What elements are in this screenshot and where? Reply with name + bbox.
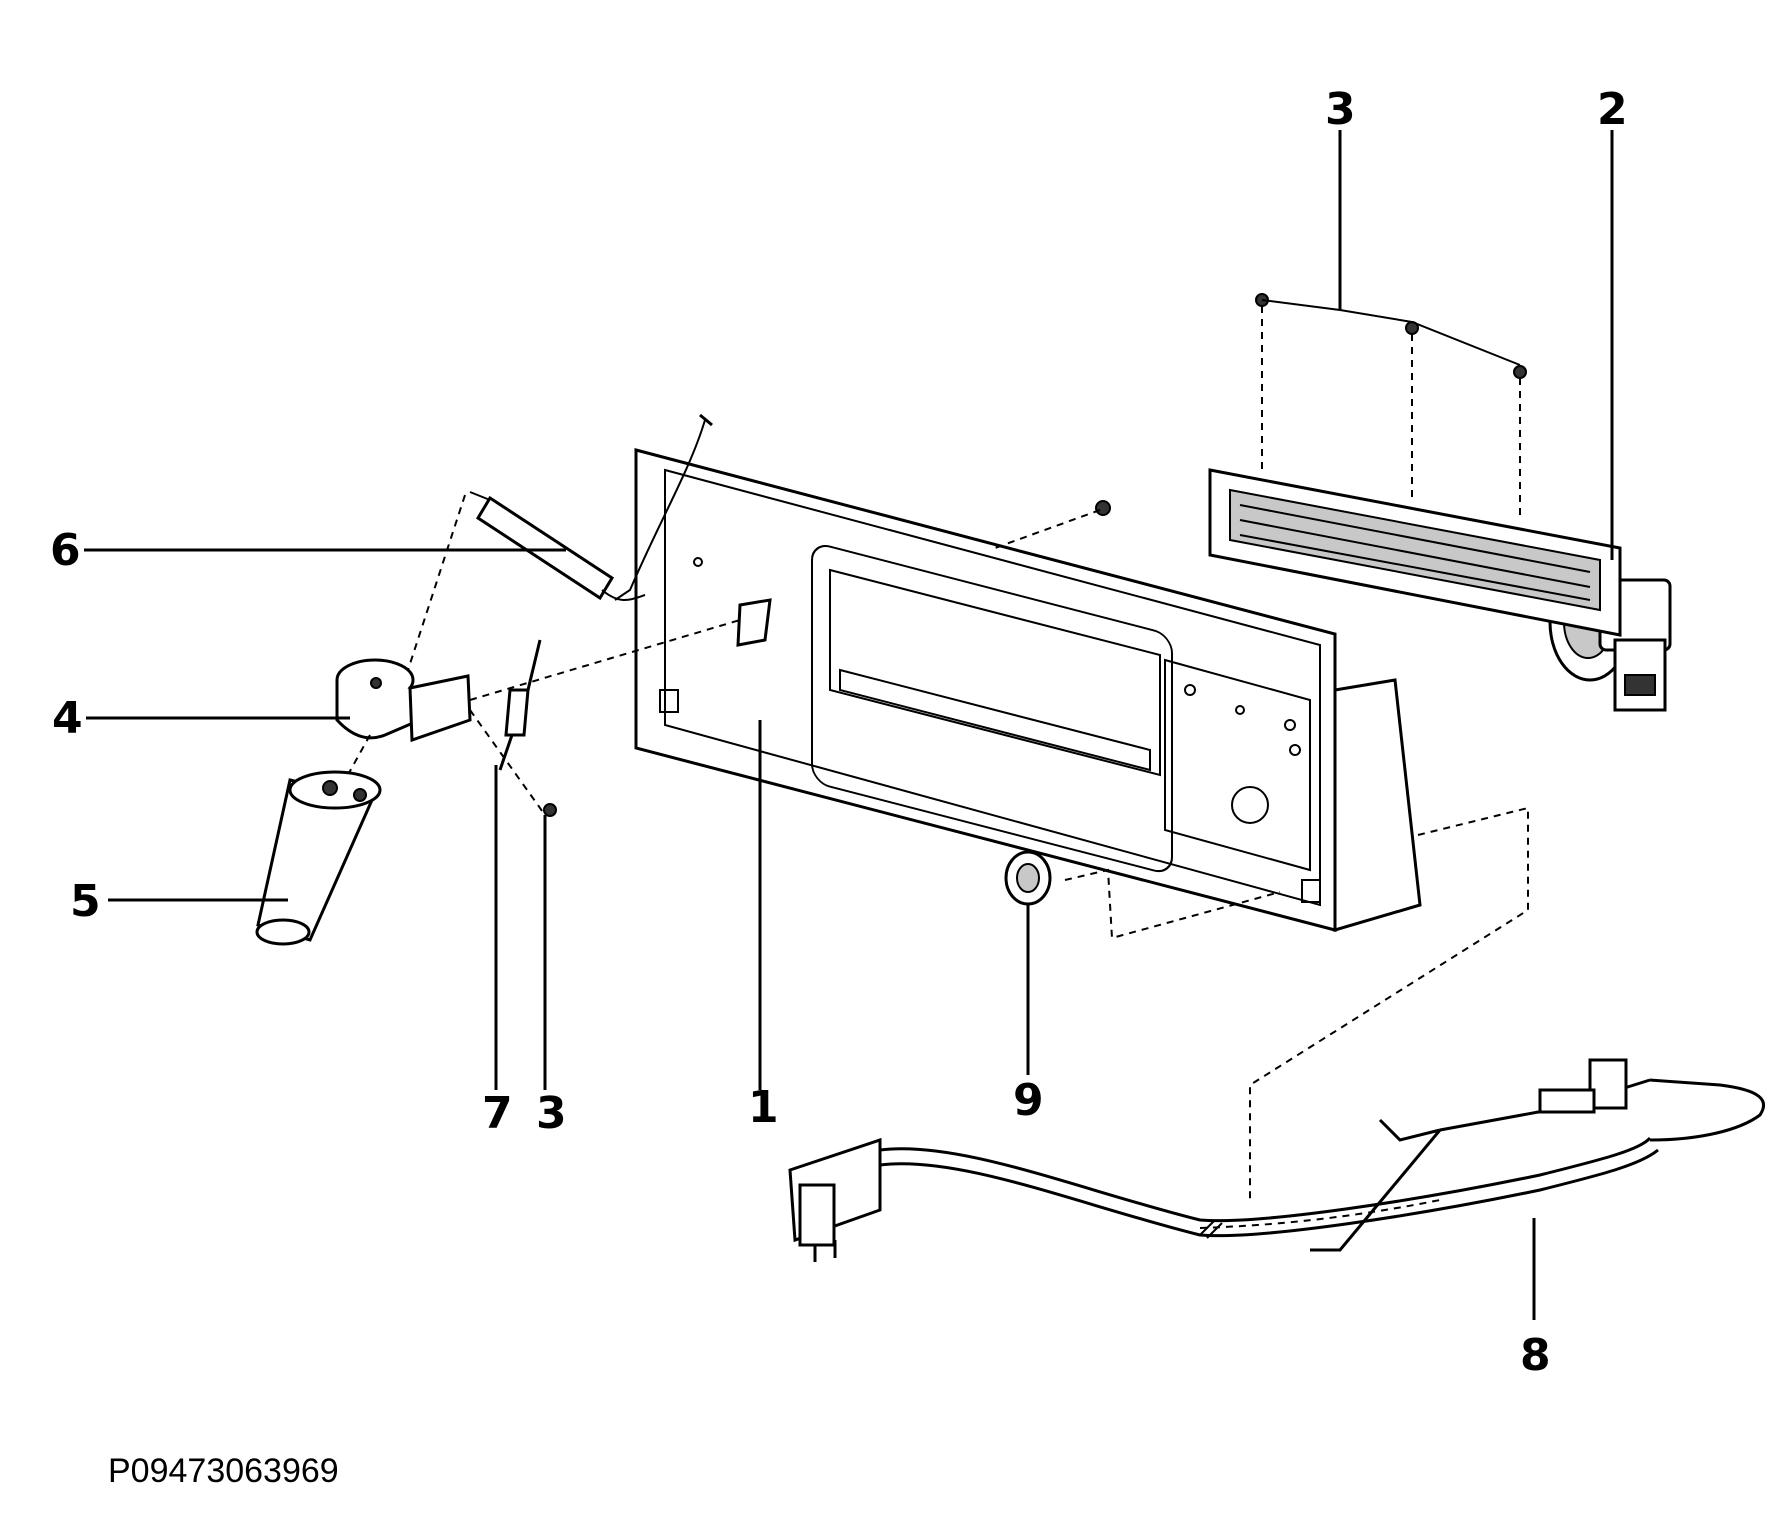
callout-3-top: 3 <box>1325 84 1356 135</box>
callout-6: 6 <box>50 525 81 576</box>
grommet <box>1004 850 1281 940</box>
callout-4: 4 <box>52 693 83 744</box>
part-6-component <box>407 491 646 671</box>
callout-7: 7 <box>482 1088 513 1139</box>
callout-5: 5 <box>70 876 101 927</box>
tangential-fan <box>1208 468 1622 637</box>
power-cord <box>788 806 1766 1262</box>
control-panel-frame <box>614 413 1422 933</box>
callout-9: 9 <box>1013 1075 1044 1126</box>
screws-top <box>994 293 1527 549</box>
capacitor-bracket <box>335 619 741 816</box>
callouts: 1 2 3 3 4 5 6 7 8 9 <box>50 84 1628 1381</box>
panel-clip <box>736 598 772 647</box>
callout-8: 8 <box>1520 1330 1551 1381</box>
callout-2: 2 <box>1597 84 1628 135</box>
leader-lines <box>84 130 1614 1320</box>
callout-1: 1 <box>748 1082 779 1133</box>
callout-3-bottom: 3 <box>536 1088 567 1139</box>
capacitor <box>255 770 382 946</box>
sensor <box>498 639 557 817</box>
drawing-code: P09473063969 <box>108 1452 339 1490</box>
